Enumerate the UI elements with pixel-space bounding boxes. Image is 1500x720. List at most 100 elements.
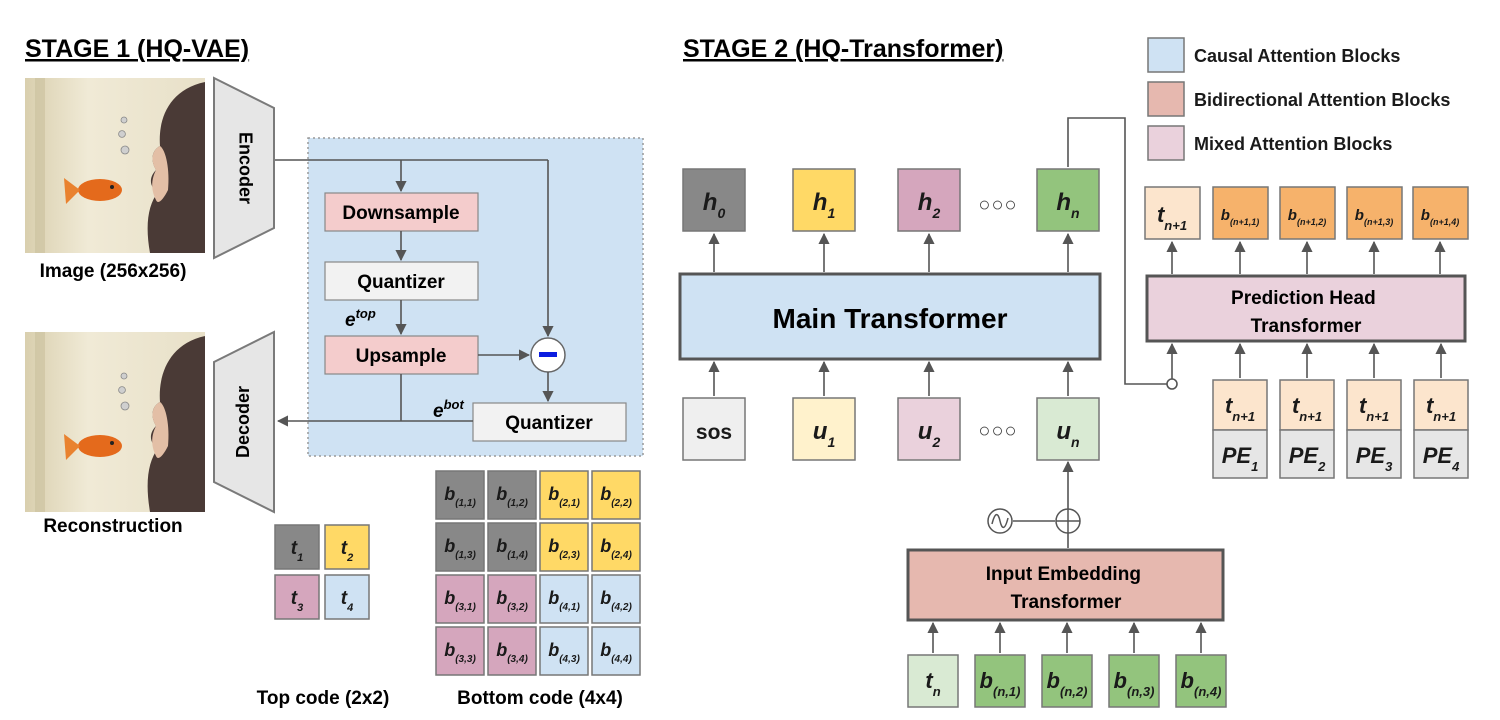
- pred-input-pe-token-3: PE3: [1356, 443, 1393, 474]
- bottom-code-cell-2-2: [591, 470, 641, 520]
- top-code-token-2-sub: 2: [346, 552, 353, 564]
- bottom-code-token-2-2: b(2,2): [600, 484, 632, 509]
- pred-output-box-b-n-1-1: [1212, 186, 1269, 240]
- input-box-u2: [897, 397, 961, 461]
- input-token-un-sub: n: [1071, 434, 1080, 450]
- input-token-u1: u1: [813, 418, 836, 450]
- pred-output-box-b-n-1-2: [1279, 186, 1336, 240]
- input-token-sos-base: sos: [696, 421, 732, 444]
- upsample-block: [324, 335, 479, 375]
- main-transformer-block: [678, 272, 1102, 361]
- bottom-code-token-1-2-base: b: [496, 484, 507, 504]
- bottom-code-token-1-2-sub: (1,2): [507, 498, 528, 509]
- bottom-code-caption: Bottom code (4x4): [457, 688, 623, 709]
- bottom-code-token-3-3: b(3,3): [444, 640, 476, 665]
- output-token-h0-base: h: [703, 189, 718, 216]
- input-box-u1: [792, 397, 856, 461]
- pred-input-top-token-3-sub: n+1: [1366, 409, 1389, 424]
- output-token-h1-sub: 1: [827, 205, 835, 221]
- pred-input-pe-token-1-base: PE: [1222, 443, 1253, 468]
- bottom-code-cell-4-3: [539, 626, 589, 676]
- pred-input-top-token-3: tn+1: [1359, 393, 1389, 424]
- bottom-code-grid: b(1,1)b(1,2)b(2,1)b(2,2)b(1,3)b(1,4)b(2,…: [435, 470, 641, 676]
- bottom-code-token-3-1-base: b: [444, 588, 455, 608]
- output-token-hn-sub: n: [1071, 205, 1080, 221]
- bottom-code-token-1-3-sub: (1,3): [455, 550, 476, 561]
- input-token-sos: sos: [696, 421, 732, 444]
- outputs-ellipsis: ○○○: [978, 194, 1017, 216]
- upsample-label: Upsample: [356, 346, 447, 367]
- input-image: [25, 78, 205, 253]
- pred-input-top-token-1-sub: n+1: [1232, 409, 1255, 424]
- bottom-code-token-2-1-sub: (2,1): [559, 498, 580, 509]
- bottom-code-token-4-1-sub: (4,1): [559, 602, 580, 613]
- top-code-token-2-base: t: [341, 538, 348, 559]
- output-token-h1-base: h: [813, 189, 828, 216]
- pred-output-token-b-n-1-3-sub: (n+1,3): [1364, 217, 1393, 227]
- pred-input-top-token-1-base: t: [1225, 393, 1234, 418]
- pred-output-box-b-n-1-3: [1346, 186, 1403, 240]
- output-box-h0: [682, 168, 746, 232]
- bottom-code-token-2-4-sub: (2,4): [611, 550, 632, 561]
- pred-output-token-b-n-1-4: b(n+1,4): [1421, 207, 1459, 227]
- bottom-code-token-4-3: b(4,3): [548, 640, 580, 665]
- bottom-code-cell-2-3: [539, 522, 589, 572]
- e-bot-label: ebot: [433, 397, 464, 422]
- pred-input-pe-box-4: [1413, 429, 1469, 479]
- sinusoid-icon: [987, 508, 1013, 534]
- legend-swatch-mixed-attention-blocks: [1147, 125, 1185, 161]
- embed-input-token-b-n-4-base: b: [1181, 668, 1194, 693]
- top-code-token-3-sub: 3: [297, 602, 303, 614]
- pred-input-pe-token-2: PE2: [1289, 443, 1326, 474]
- stage1-arrows: [275, 159, 554, 427]
- e-top-base: e: [345, 310, 356, 331]
- e-top-label: etop: [345, 306, 376, 331]
- bottom-code-token-4-4: b(4,4): [600, 640, 632, 665]
- pred-input-pe-token-4-base: PE: [1423, 443, 1454, 468]
- bottom-code-token-2-3: b(2,3): [548, 536, 580, 561]
- bottom-code-cell-1-2: [487, 470, 537, 520]
- top-code-token-1: t1: [291, 538, 303, 564]
- downsample-label: Downsample: [342, 203, 459, 224]
- bottom-code-token-3-4: b(3,4): [496, 640, 528, 665]
- output-token-h0: h0: [703, 189, 726, 221]
- input-embedding-line2: Transformer: [1011, 592, 1122, 613]
- bottom-code-token-4-2-base: b: [600, 588, 611, 608]
- bottom-code-token-1-2: b(1,2): [496, 484, 528, 509]
- bottom-code-cell-4-4: [591, 626, 641, 676]
- pred-input-top-box-2: [1279, 379, 1335, 431]
- inputs-ellipsis: ○○○: [978, 420, 1017, 442]
- quantizer-top-label: Quantizer: [357, 272, 445, 293]
- output-box-h1: [792, 168, 856, 232]
- bottom-code-token-4-4-base: b: [600, 640, 611, 660]
- bottom-code-token-1-1-base: b: [444, 484, 455, 504]
- bottom-code-cell-4-1: [539, 574, 589, 624]
- top-code-token-1-sub: 1: [297, 552, 303, 564]
- bottom-code-token-1-3: b(1,3): [444, 536, 476, 561]
- quantizer-bot-block: [472, 402, 627, 442]
- bottom-code-token-1-4: b(1,4): [496, 536, 528, 561]
- bottom-code-token-1-1-sub: (1,1): [455, 498, 476, 509]
- embed-input-token-b-n-3-base: b: [1114, 668, 1127, 693]
- embed-input-token-b-n-4: b(n,4): [1181, 668, 1222, 699]
- pred-output-token-b-n-1-1-base: b: [1221, 207, 1230, 224]
- subtract-symbol: [539, 352, 557, 357]
- bottom-code-token-3-1: b(3,1): [444, 588, 476, 613]
- bottom-code-token-2-1: b(2,1): [548, 484, 580, 509]
- bottom-code-cell-1-3: [435, 522, 485, 572]
- top-code-caption: Top code (2x2): [257, 688, 390, 709]
- output-token-h2: h2: [918, 189, 941, 221]
- top-code-token-2: t2: [341, 538, 353, 564]
- bottom-code-token-2-2-base: b: [600, 484, 611, 504]
- bottom-code-token-3-1-sub: (3,1): [455, 602, 476, 613]
- pred-input-top-token-2-sub: n+1: [1299, 409, 1322, 424]
- embed-input-box-b-n-2: [1041, 654, 1093, 708]
- encoder-label: Encoder: [235, 132, 255, 204]
- image-caption: Image (256x256): [40, 261, 187, 282]
- quantizer-top-block: [324, 261, 479, 301]
- bottom-code-token-3-3-sub: (3,3): [455, 654, 476, 665]
- embed-input-token-b-n-1: b(n,1): [980, 668, 1021, 699]
